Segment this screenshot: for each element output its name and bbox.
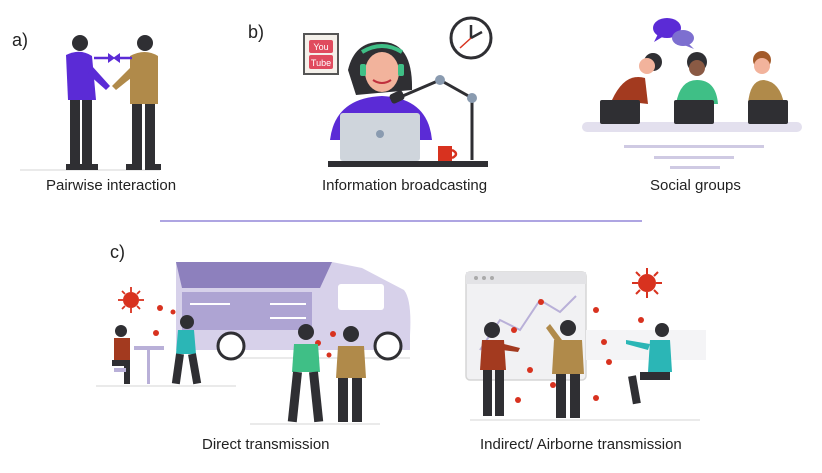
person-mustard-shirt (748, 51, 784, 104)
microphone-arm (389, 75, 477, 160)
laptop-icon (748, 100, 788, 124)
person-green-shirt-standing (287, 324, 324, 423)
laptop-icon (674, 100, 714, 124)
person-red-shirt-board (480, 322, 520, 416)
person-green-shirt (676, 52, 718, 104)
person-sitting-cafe (112, 325, 130, 384)
virus-icon (118, 287, 144, 313)
caption-pairwise-interaction: Pairwise interaction (46, 177, 177, 194)
pairwise-scene (20, 35, 161, 171)
person-mustard (112, 35, 161, 170)
clock-icon (449, 16, 493, 60)
panel-a-letter: a) (12, 30, 29, 50)
social-groups-scene (582, 18, 802, 169)
caption-direct-transmission: Direct transmission (202, 436, 330, 453)
person-standing-teal (171, 315, 202, 385)
arrow-left-icon (113, 53, 132, 63)
person-teal-sitting (626, 323, 672, 405)
person-red-shirt (612, 53, 662, 104)
youtube-icon: You Tube (303, 33, 339, 75)
arrow-right-icon (94, 53, 115, 63)
person-mustard-standing (336, 326, 366, 422)
virus-particles (511, 299, 644, 403)
desk (328, 161, 488, 167)
indirect-transmission-scene (465, 268, 706, 421)
caption-information-broadcasting: Information broadcasting (322, 177, 488, 194)
broadcast-scene: You Tube (303, 16, 493, 167)
person-purple (66, 35, 110, 170)
youtube-text-top: You (313, 42, 328, 52)
caption-indirect-transmission: Indirect/ Airborne transmission (480, 436, 682, 453)
panel-b-letter: b) (248, 22, 265, 42)
cafe-table (134, 346, 164, 350)
speech-bubble-icon (653, 18, 694, 49)
mug-icon (438, 146, 458, 161)
panel-c-letter: c) (110, 242, 125, 262)
laptop-icon (600, 100, 640, 124)
direct-transmission-scene (96, 262, 411, 425)
virus-icon (632, 268, 662, 298)
person-mustard-board (546, 320, 584, 418)
laptop-icon (340, 113, 420, 161)
virus-particles (153, 305, 336, 358)
youtube-text-bottom: Tube (311, 58, 331, 68)
van-icon (176, 262, 411, 361)
caption-social-groups: Social groups (650, 177, 741, 194)
table-top (582, 122, 802, 132)
